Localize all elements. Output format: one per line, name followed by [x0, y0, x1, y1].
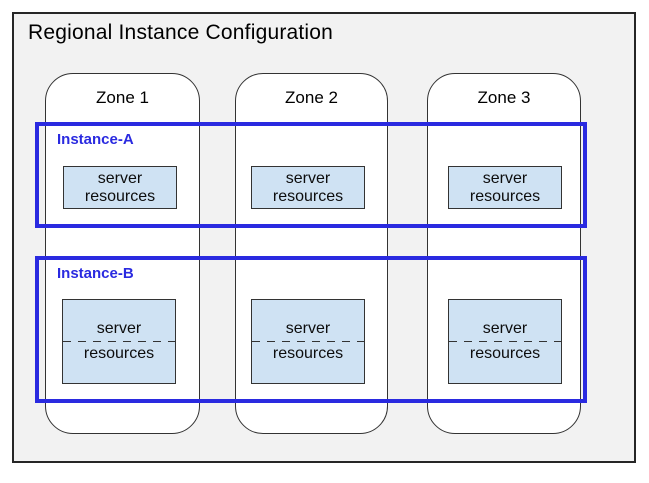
instance-b-box: Instance-B	[35, 256, 587, 403]
server-resources-box-a2: server resources	[251, 166, 365, 209]
region-title: Regional Instance Configuration	[28, 21, 334, 44]
server-line: server	[285, 320, 331, 337]
zone-label-3: Zone 3	[477, 88, 531, 107]
resources-line: resources	[84, 187, 156, 205]
server-resources-box-a1: server resources	[63, 166, 177, 209]
instance-b-label: Instance-B	[57, 265, 134, 282]
server-line: server	[285, 169, 331, 187]
server-resources-box-b3: server resources	[448, 299, 562, 384]
server-resources-box-b1: server resources	[62, 299, 176, 384]
server-resources-box-a3: server resources	[448, 166, 562, 209]
resources-line: resources	[272, 345, 344, 362]
server-line: server	[97, 169, 143, 187]
resources-line: resources	[83, 345, 155, 362]
zone-label-2: Zone 2	[285, 88, 338, 107]
server-line: server	[482, 320, 528, 337]
server-line: server	[482, 169, 528, 187]
instance-a-label: Instance-A	[57, 131, 134, 148]
server-line: server	[96, 320, 142, 337]
instance-a-box: Instance-A	[35, 122, 587, 228]
resources-line: resources	[469, 345, 541, 362]
dashed-divider	[252, 341, 364, 342]
server-resources-box-b2: server resources	[251, 299, 365, 384]
dashed-divider	[449, 341, 561, 342]
dashed-divider	[63, 341, 175, 342]
resources-line: resources	[272, 187, 344, 205]
resources-line: resources	[469, 187, 541, 205]
zone-label-1: Zone 1	[96, 88, 149, 107]
